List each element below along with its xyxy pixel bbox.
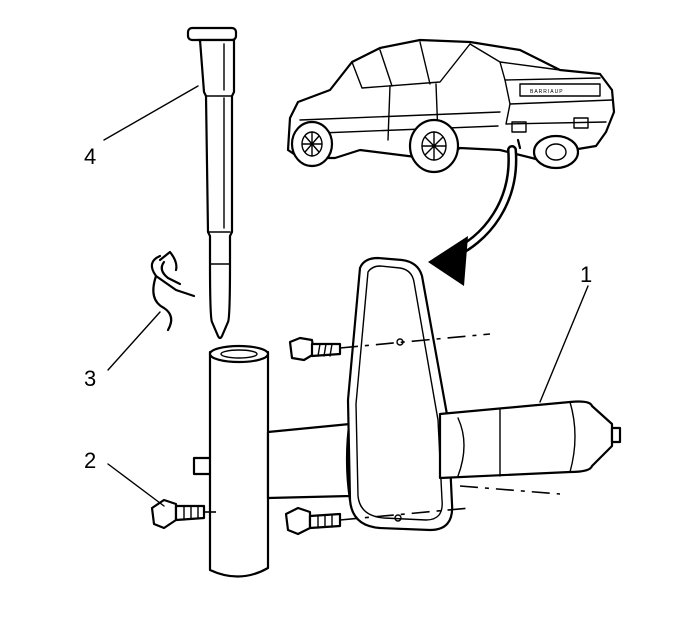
hitch-pin-4 bbox=[186, 26, 238, 340]
retaining-clip-3 bbox=[150, 250, 196, 332]
callout-2: 2 bbox=[84, 448, 96, 473]
bolt-upper bbox=[288, 336, 342, 362]
leader-lines bbox=[103, 85, 589, 507]
car-illustration: BARRIAUP bbox=[286, 38, 616, 174]
mounting-plate bbox=[346, 256, 454, 532]
receiver-1 bbox=[438, 400, 622, 480]
install-direction-arrow bbox=[428, 145, 518, 286]
bolt-lower bbox=[284, 506, 342, 536]
callout-4: 4 bbox=[84, 144, 96, 169]
trunk-badge: BARRIAUP bbox=[530, 89, 564, 95]
bolt-2 bbox=[150, 498, 206, 530]
alignment-lines bbox=[204, 333, 561, 521]
callout-3: 3 bbox=[84, 366, 96, 391]
callout-1: 1 bbox=[580, 262, 592, 287]
